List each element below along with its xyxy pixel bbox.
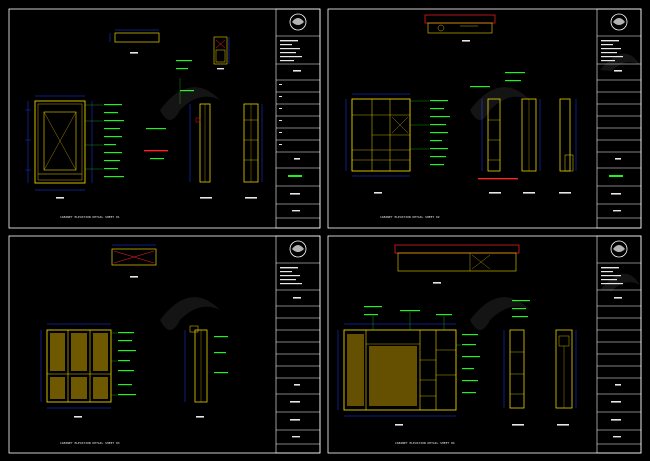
front-elevation	[40, 323, 112, 418]
front-elevation	[25, 95, 93, 199]
sheet-bottom-left: CABINET ELEVATION DETAIL SHEET 03	[8, 235, 321, 454]
logo-emblem	[289, 13, 307, 31]
title-block	[275, 235, 321, 454]
annotations	[111, 332, 228, 396]
logo-emblem	[610, 240, 628, 258]
annotations	[85, 60, 194, 178]
sheet-note: CABINET ELEVATION DETAIL SHEET 02	[380, 215, 440, 219]
section-views	[179, 78, 263, 199]
sheet-note: CABINET ELEVATION DETAIL SHEET 04	[395, 441, 455, 445]
sheet-note: CABINET ELEVATION DETAIL SHEET 03	[60, 441, 120, 445]
sheet-bottom-right: CABINET ELEVATION DETAIL SHEET 04	[327, 235, 642, 454]
title-block	[275, 8, 321, 229]
section-views	[184, 325, 208, 418]
sheet-note: CABINET ELEVATION DETAIL SHEET 01	[60, 215, 120, 219]
plan-view	[424, 14, 496, 42]
front-elevation	[337, 323, 457, 426]
section-views	[503, 329, 577, 426]
plan-view	[394, 244, 520, 284]
side-detail	[213, 36, 230, 70]
title-block	[596, 8, 642, 229]
plan-view	[109, 29, 160, 54]
logo-emblem	[289, 240, 307, 258]
logo-emblem	[610, 13, 628, 31]
plan-view	[111, 244, 157, 278]
sheet-top-right: CABINET ELEVATION DETAIL SHEET 02	[327, 8, 642, 229]
annotations	[364, 300, 530, 394]
watermark	[160, 53, 640, 330]
title-block	[596, 235, 642, 454]
front-elevation	[345, 93, 411, 194]
section-views	[481, 98, 577, 194]
annotations	[410, 72, 525, 180]
sheet-top-left: CABINET ELEVATION DETAIL SHEET 01	[8, 8, 321, 229]
